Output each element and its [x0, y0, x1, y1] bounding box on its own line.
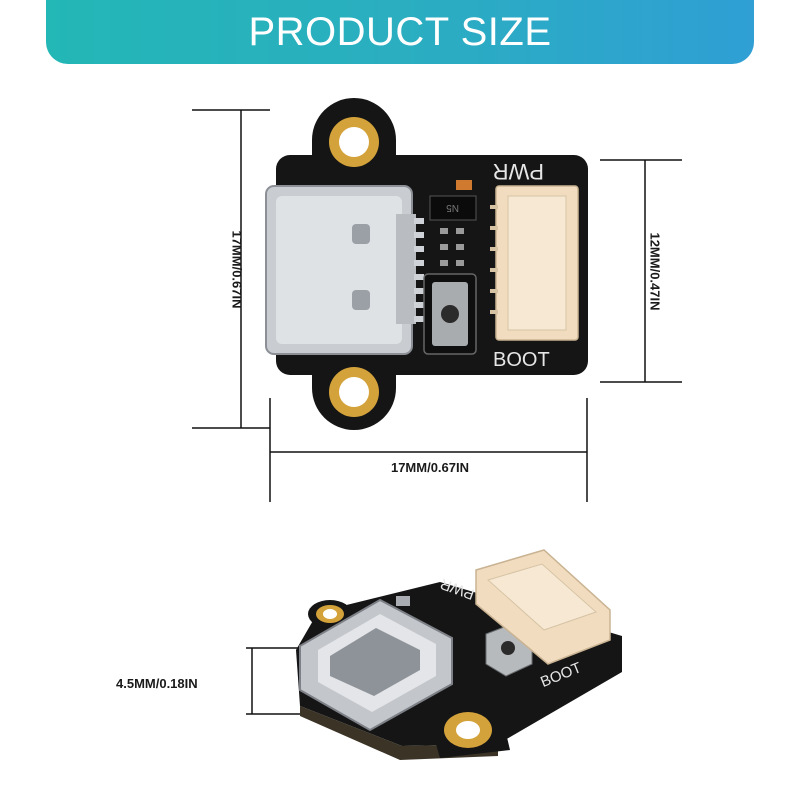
- pwr-silkscreen: PWR: [493, 159, 544, 184]
- svg-text:N5: N5: [446, 202, 459, 213]
- width-bottom-label: 17MM/0.67IN: [390, 460, 470, 475]
- board-top-view: N5 PWR BOOT: [265, 98, 588, 430]
- header-banner: PRODUCT SIZE: [46, 0, 754, 64]
- board-angled-view: PWR BOOT: [296, 549, 622, 760]
- boot-silkscreen: BOOT: [493, 349, 550, 371]
- height-left-label: 17MM/0.67IN: [229, 230, 245, 309]
- boot-button-angled: [501, 641, 515, 655]
- thickness-label: 4.5MM/0.18IN: [116, 676, 198, 691]
- banner-title: PRODUCT SIZE: [248, 9, 552, 54]
- height-right-label: 12MM/0.47IN: [647, 232, 663, 311]
- chip: [429, 195, 477, 221]
- dimension-lines-top: [192, 109, 682, 502]
